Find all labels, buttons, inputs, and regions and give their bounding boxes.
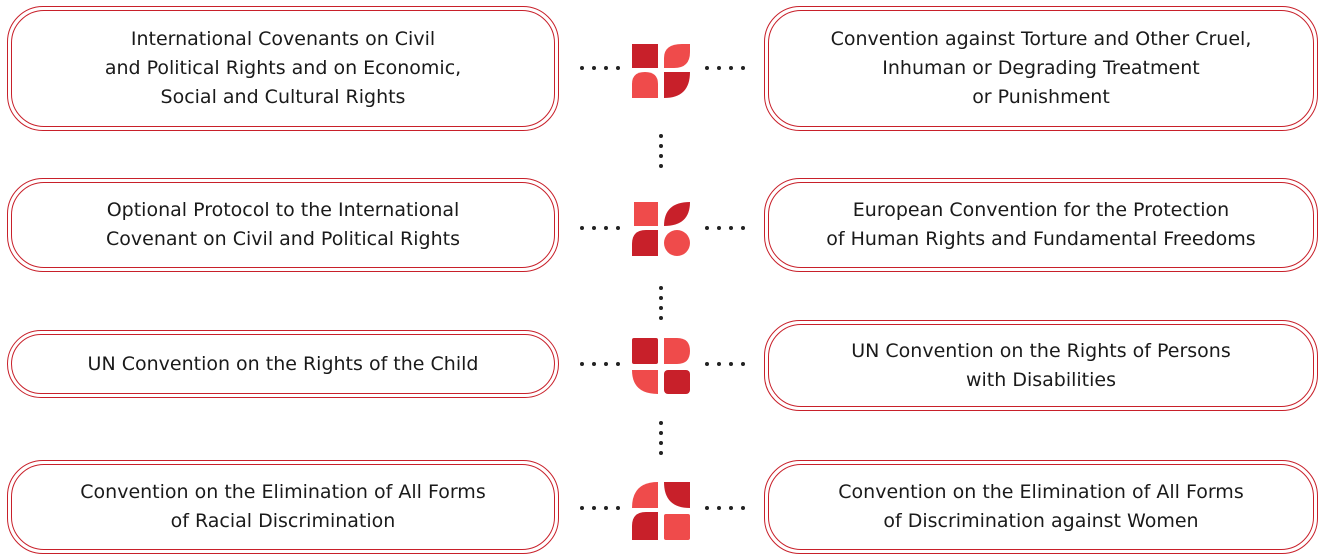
- connector-dots: [580, 362, 620, 366]
- petal-cluster-icon: [632, 42, 690, 100]
- connector-dots: [705, 362, 745, 366]
- vertical-connector-dots: [659, 421, 663, 455]
- connector-dots: [705, 506, 745, 510]
- treaty-box-left-1: International Covenants on Civil and Pol…: [7, 6, 559, 131]
- block-cluster-icon: [632, 338, 690, 396]
- treaty-label: Convention on the Elimination of All For…: [838, 481, 1244, 532]
- treaty-box-right-3: UN Convention on the Rights of Persons w…: [764, 320, 1318, 411]
- treaty-box-right-4: Convention on the Elimination of All For…: [764, 460, 1318, 554]
- treaty-box-right-2: European Convention for the Protection o…: [764, 178, 1318, 272]
- treaty-label: International Covenants on Civil and Pol…: [104, 28, 462, 108]
- quarter-cluster-icon: [632, 482, 690, 540]
- treaty-label: European Convention for the Protection o…: [826, 199, 1256, 250]
- treaty-box-left-4: Convention on the Elimination of All For…: [7, 460, 559, 554]
- treaty-label: Convention against Torture and Other Cru…: [830, 28, 1252, 108]
- treaty-label: Convention on the Elimination of All For…: [80, 481, 486, 532]
- vertical-connector-dots: [659, 286, 663, 320]
- connector-dots: [705, 226, 745, 230]
- treaty-box-left-3: UN Convention on the Rights of the Child: [7, 330, 559, 398]
- connector-dots: [580, 66, 620, 70]
- connector-dots: [580, 226, 620, 230]
- leaf-cluster-icon: [632, 200, 690, 258]
- treaty-label: UN Convention on the Rights of Persons w…: [851, 339, 1231, 391]
- treaty-box-left-2: Optional Protocol to the International C…: [7, 178, 559, 272]
- treaty-label: UN Convention on the Rights of the Child: [87, 352, 479, 375]
- connector-dots: [705, 66, 745, 70]
- treaty-label: Optional Protocol to the International C…: [106, 199, 460, 250]
- vertical-connector-dots: [659, 134, 663, 168]
- treaty-box-right-1: Convention against Torture and Other Cru…: [764, 6, 1318, 131]
- connector-dots: [580, 506, 620, 510]
